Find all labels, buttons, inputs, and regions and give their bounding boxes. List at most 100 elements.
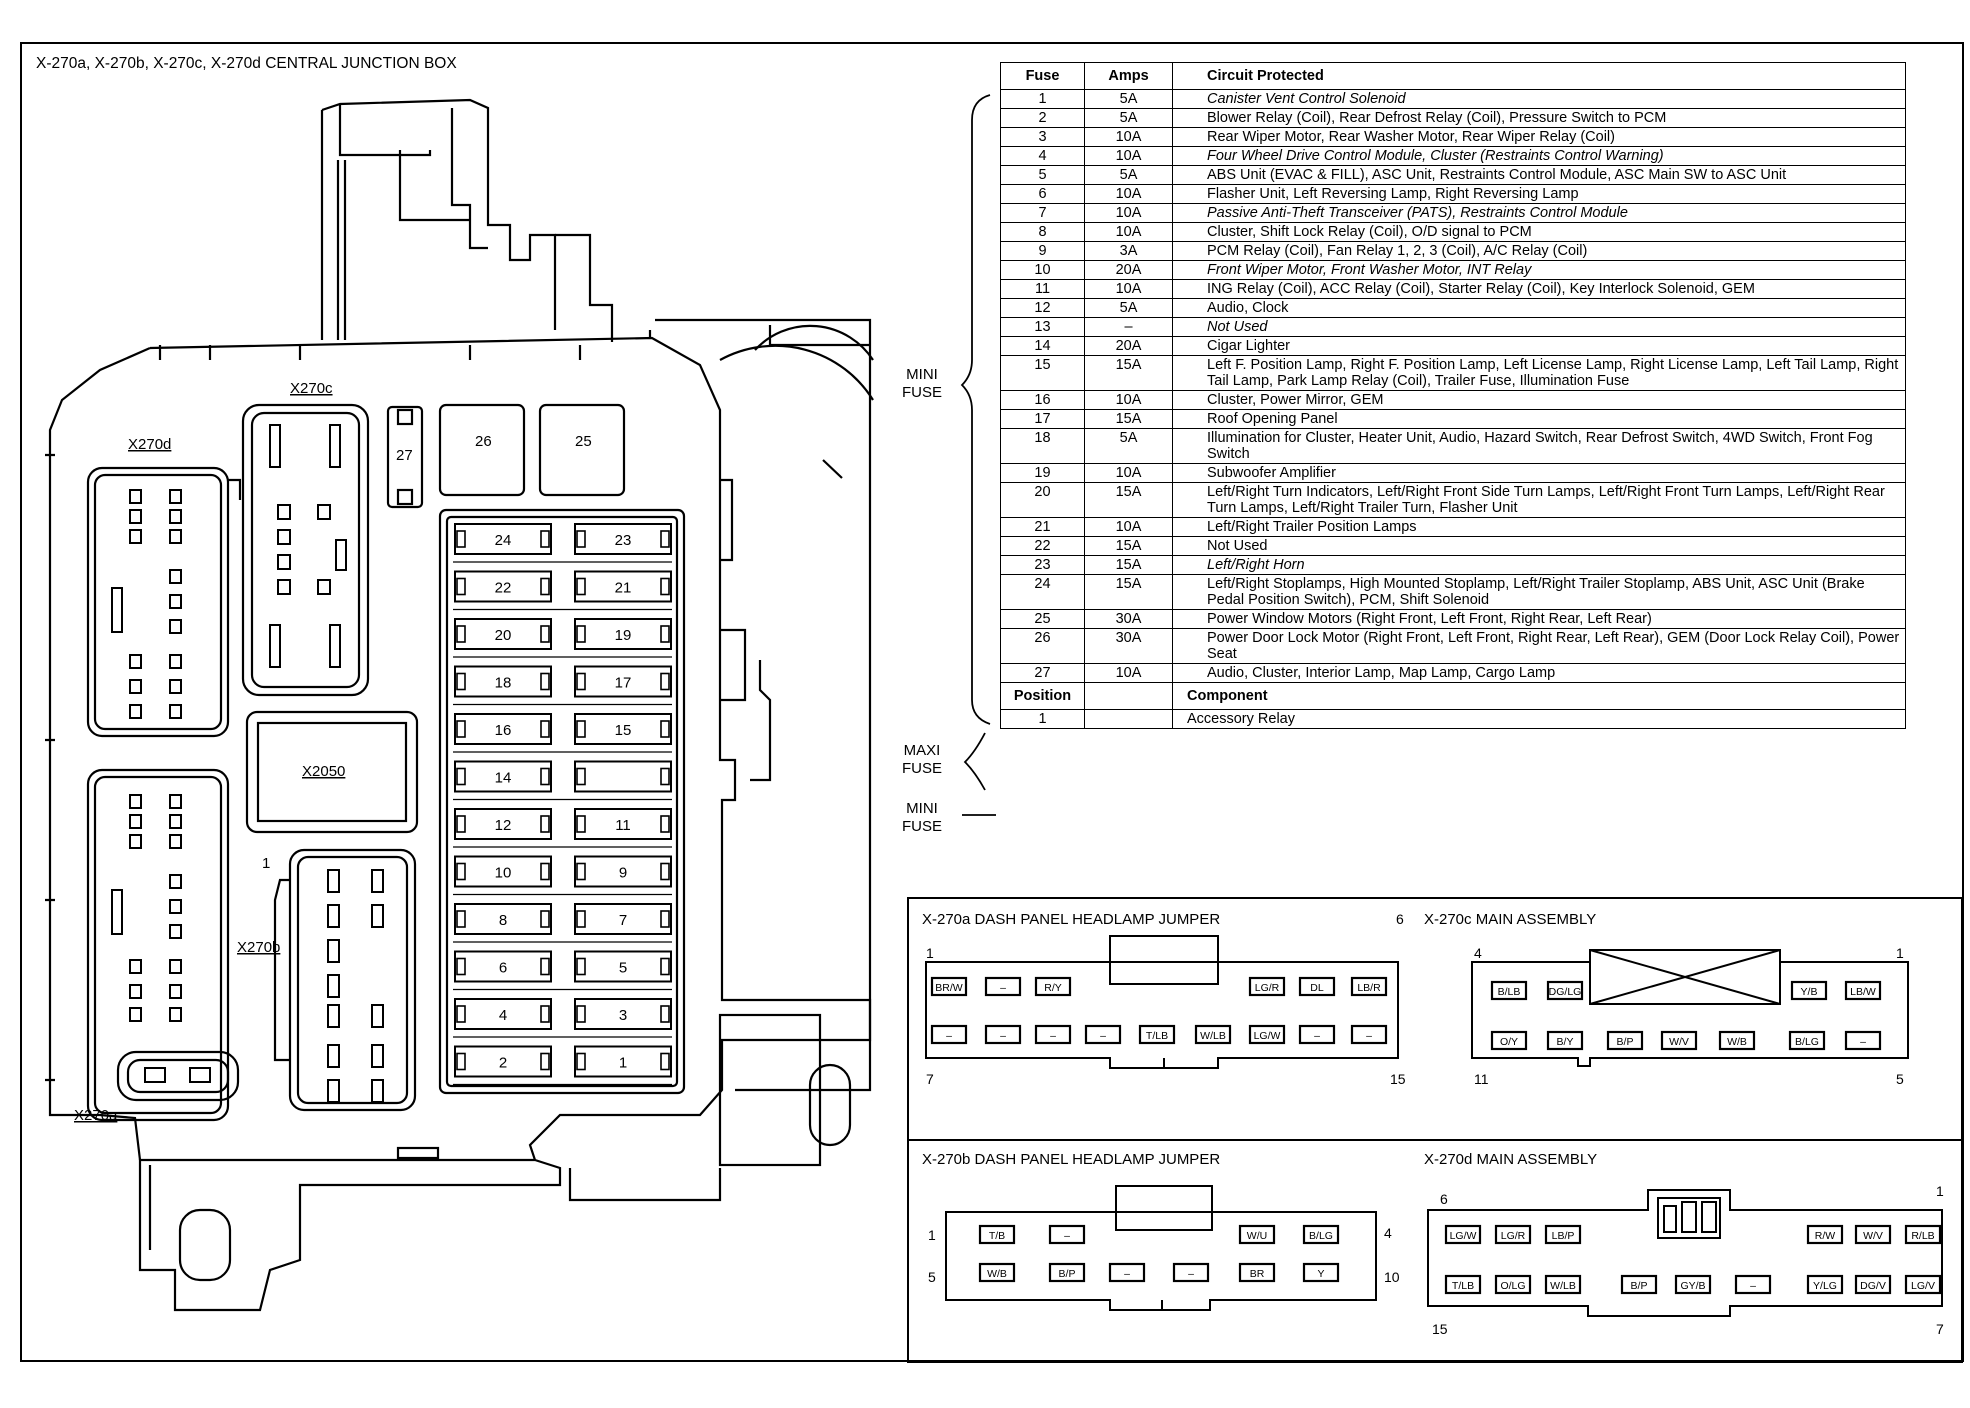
fuse-circuit: Audio, Cluster, Interior Lamp, Map Lamp,…: [1172, 663, 1906, 683]
connector-pin-wire: –: [1064, 1230, 1070, 1242]
connector-pin: [327, 869, 340, 893]
connector-pin-outline: [1494, 1224, 1532, 1245]
mini-fuse-slot: 20: [454, 618, 552, 650]
mini-fuse-slot-outline: [454, 665, 552, 698]
mini-fuse-number: 17: [615, 675, 632, 692]
fuse-26-label: 26: [475, 433, 492, 450]
fuse-amps: 15A: [1084, 482, 1173, 518]
connector-pin: [129, 704, 142, 719]
connector-pin-wire: BR/W: [935, 982, 963, 994]
connector-title: X-270b DASH PANEL HEADLAMP JUMPER: [922, 1151, 1220, 1168]
mini-fuse-terminal: [456, 957, 466, 976]
connector-body: [945, 1211, 1377, 1311]
connector-pin-number: 15: [1432, 1321, 1448, 1337]
connector-pin: [327, 974, 340, 998]
mini-fuse-slot-outline: [574, 950, 672, 983]
connector-pin-wire: –: [1000, 982, 1006, 994]
connector-pin-outline: [1904, 1274, 1942, 1295]
connector-pin-wire: B/P: [1059, 1268, 1076, 1280]
connector-pin: [329, 624, 341, 668]
fuse-amps: 30A: [1084, 628, 1173, 664]
mini-fuse-terminal: [456, 720, 466, 738]
connector-detail: [1589, 949, 1781, 1005]
mini-fuse-slot-outline: [454, 760, 552, 793]
mini-fuse-terminal: [576, 862, 586, 881]
fuse-circuit: Blower Relay (Coil), Rear Defrost Relay …: [1172, 108, 1906, 128]
connector-pin: [169, 569, 182, 584]
connector-pin-outline: [1248, 976, 1286, 997]
mini-fuse-number: 15: [615, 722, 632, 739]
connector-pin-wire: W/B: [1727, 1036, 1747, 1048]
mini-fuse-terminal: [540, 1052, 550, 1071]
connector-pin: LB/R: [1350, 976, 1388, 997]
connector-pin-wire: BR: [1250, 1268, 1265, 1280]
connector-pin-wire: R/LB: [1911, 1230, 1934, 1242]
connector-pin-outline: [1138, 1024, 1176, 1045]
connector-pin: [129, 959, 142, 974]
connector-pin-outline: [1034, 1024, 1072, 1045]
connector-pin: –: [984, 976, 1022, 997]
mini-fuse-slot: 4: [454, 998, 552, 1030]
fuse-amps: 15A: [1084, 355, 1173, 391]
connector-pin-outline: [1490, 1030, 1528, 1051]
fuse-circuit: Roof Opening Panel: [1172, 409, 1906, 429]
fuse-number: 13: [1000, 317, 1085, 337]
connector-pin: B/P: [1048, 1262, 1086, 1283]
connector-pin-outline: [1238, 1224, 1276, 1245]
connector-pin-outline: [930, 1024, 968, 1045]
connector-pin-outline: [1302, 1262, 1340, 1283]
connector-pin-wire: T/LB: [1146, 1030, 1168, 1042]
connector-pin: R/LB: [1904, 1224, 1942, 1245]
relay-position: 1: [1000, 709, 1085, 729]
fuse-circuit: Left/Right Turn Indicators, Left/Right F…: [1172, 482, 1906, 518]
mini-fuse-slot-outline: [574, 808, 672, 840]
mini-fuse-slot-outline: [454, 570, 552, 603]
connector-pin: [129, 1007, 142, 1022]
connector-pin: GY/B: [1674, 1274, 1712, 1295]
connector-pin-number: 4: [1474, 945, 1482, 961]
connector-pin-wire: GY/B: [1680, 1280, 1705, 1292]
connector-pin-outline: [1238, 1262, 1276, 1283]
mini-fuse-terminal: [540, 625, 550, 643]
mini-fuse-terminal: [576, 1052, 586, 1071]
connector-body: [925, 961, 1399, 1069]
connector-pin-outline: [1674, 1274, 1712, 1295]
mini-fuse-terminal: [660, 815, 670, 833]
mini-fuse-terminal: [540, 767, 550, 786]
connector-pin-outline: [978, 1224, 1016, 1245]
connector-pin-outline: [1194, 1024, 1232, 1045]
mini-fuse-terminal: [540, 530, 550, 548]
connector-pin-number: 15: [1390, 1071, 1406, 1087]
mini-fuse-number: 8: [499, 912, 507, 929]
connector-pin-number: 1: [928, 1227, 936, 1243]
x2050-label: X2050: [302, 763, 345, 780]
connector-pin-wire: B/P: [1631, 1280, 1648, 1292]
connector-pin: B/LG: [1302, 1224, 1340, 1245]
mini-fuse-terminal: [660, 625, 670, 643]
connector-pin-outline: [1546, 1030, 1584, 1051]
connector-pin: LG/V: [1904, 1274, 1942, 1295]
mini-fuse-number: 6: [499, 960, 507, 977]
connector-pin: [129, 489, 142, 504]
mini-fuse-slot: 7: [574, 903, 672, 935]
connector-pin: [327, 904, 340, 928]
connector-pin-wire: –: [1188, 1268, 1194, 1280]
mini-fuse-slot: 12: [454, 808, 552, 840]
connector-pin: [277, 529, 291, 545]
connector-pin-outline: [1108, 1262, 1146, 1283]
connector-pin-number: 1: [1896, 945, 1904, 961]
fuse-circuit: Left F. Position Lamp, Right F. Position…: [1172, 355, 1906, 391]
x270b-label: X270b: [237, 939, 280, 956]
connector-pin-wire: O/Y: [1500, 1036, 1518, 1048]
mini-fuse-slot-outline: [574, 1045, 672, 1078]
mini-fuse-terminal: [540, 957, 550, 976]
connector-pin: [169, 984, 182, 999]
mini-fuse-label-top: MINI FUSE: [892, 366, 952, 402]
header-amps: Amps: [1084, 62, 1173, 90]
fuse-circuit: Illumination for Cluster, Heater Unit, A…: [1172, 428, 1906, 464]
mini-fuse-slot: 23: [574, 523, 672, 555]
connector-pin: W/V: [1660, 1030, 1698, 1051]
